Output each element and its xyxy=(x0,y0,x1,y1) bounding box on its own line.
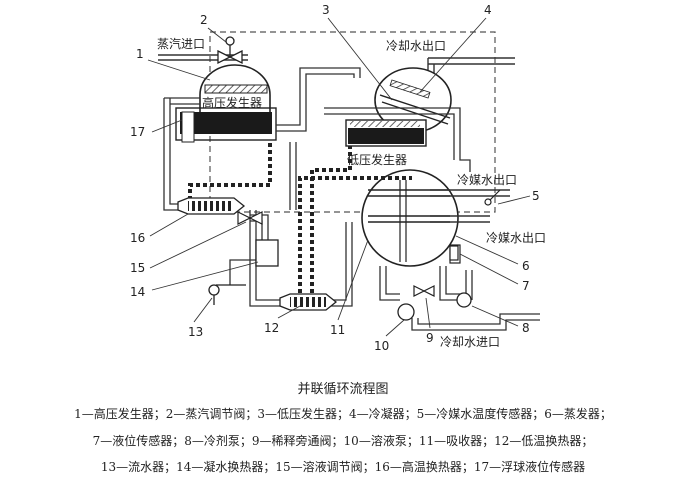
callout-4: 4 xyxy=(484,3,492,17)
evaporator-absorber xyxy=(361,169,461,267)
refrigerant-water-outlet-top-label: 冷媒水出口 xyxy=(457,173,517,187)
low-pressure-generator xyxy=(345,119,427,147)
pipe-network xyxy=(163,67,540,331)
steam-inlet-label: 蒸汽进口 xyxy=(157,36,205,51)
callout-3: 3 xyxy=(322,3,330,17)
refrigerant-pump xyxy=(456,292,472,308)
callout-11: 11 xyxy=(330,323,345,337)
callout-14: 14 xyxy=(130,285,145,299)
drain-device xyxy=(208,284,246,305)
callout-13: 13 xyxy=(188,325,203,339)
high-pressure-generator xyxy=(175,64,277,141)
condensate-heat-exchanger xyxy=(255,239,279,267)
callout-6: 6 xyxy=(522,259,530,273)
callout-9: 9 xyxy=(426,331,434,345)
callout-15: 15 xyxy=(130,261,145,275)
level-sensor xyxy=(449,245,459,261)
refrigerant-temperature-sensor xyxy=(484,189,501,206)
refrigerant-water-outlet-bottom-label: 冷媒水出口 xyxy=(486,231,546,245)
steam-regulating-valve xyxy=(217,36,243,65)
high-temperature-heat-exchanger xyxy=(177,197,246,215)
cooling-water-inlet-label: 冷却水进口 xyxy=(440,335,500,349)
low-pressure-generator-label: 低压发生器 xyxy=(347,152,407,167)
callout-7: 7 xyxy=(522,279,530,293)
refrigerant-water-pipes xyxy=(430,189,510,223)
parallel-cycle-diagram: 蒸汽进口 冷却水出口 高压发生器 低压发生器 冷媒水出口 冷媒水出口 冷却水进口… xyxy=(130,3,546,353)
callout-8: 8 xyxy=(522,321,530,335)
legend-line-2: 7—液位传感器；8—冷剂泵；9—稀释旁通阀；10—溶液泵；11—吸收器；12—低… xyxy=(92,434,594,448)
callout-5: 5 xyxy=(532,189,540,203)
solution-pump xyxy=(397,303,415,321)
dilution-bypass-valve xyxy=(413,285,435,297)
figure-title: 并联循环流程图 xyxy=(297,382,389,397)
callout-leaders xyxy=(147,17,531,337)
callout-1: 1 xyxy=(136,47,144,61)
callout-12: 12 xyxy=(264,321,279,335)
callout-17: 17 xyxy=(130,125,145,139)
callout-10: 10 xyxy=(374,339,389,353)
solution-regulating-valve xyxy=(237,211,263,225)
legend-line-1: 1—高压发生器；2—蒸汽调节阀；3—低压发生器；4—冷凝器；5—冷媒水温度传感器… xyxy=(74,407,612,421)
callout-2: 2 xyxy=(200,13,208,27)
solution-flow-lines xyxy=(188,140,412,300)
legend-line-3: 13—流水器；14—凝水换热器；15—溶液调节阀；16—高温换热器；17—浮球液… xyxy=(100,460,586,474)
low-temperature-heat-exchanger xyxy=(279,293,338,311)
cooling-water-outlet-label: 冷却水出口 xyxy=(386,39,446,53)
high-pressure-generator-label: 高压发生器 xyxy=(202,95,262,110)
float-level-sensor xyxy=(181,111,195,143)
callout-16: 16 xyxy=(130,231,145,245)
